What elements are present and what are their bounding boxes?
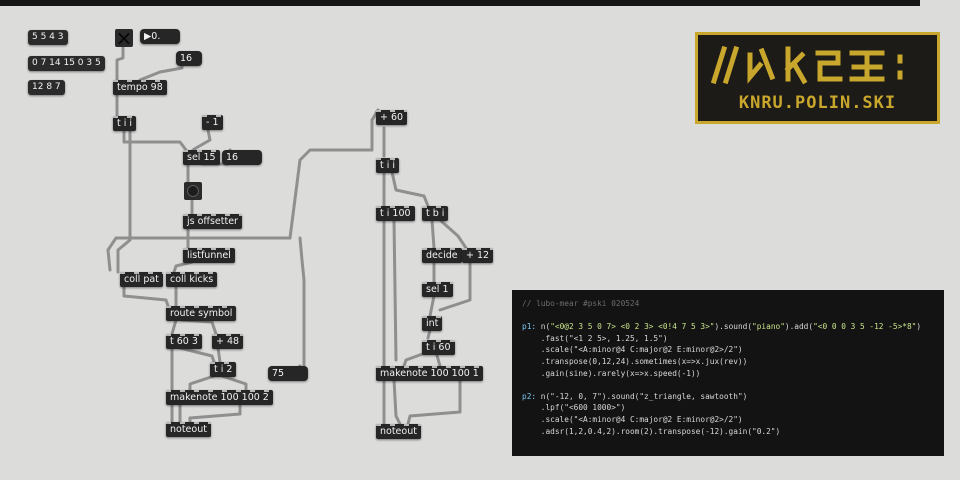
noteout-object-1[interactable]: noteout [166, 422, 211, 437]
trigger-60-object[interactable]: t i 60 [422, 340, 455, 355]
trigger-object-2[interactable]: t i i [376, 158, 400, 173]
int-object[interactable]: int [422, 316, 443, 331]
trigger-i2-object[interactable]: t i 2 [210, 362, 237, 377]
artist-logo: KNRU.POLIN.SKI [695, 32, 940, 124]
js-offsetter-object[interactable]: js offsetter [183, 214, 242, 229]
select-1-object[interactable]: sel 1 [422, 282, 453, 297]
number-box-75[interactable]: 75 [268, 366, 308, 381]
makenote-object-2[interactable]: makenote 100 100 1 [376, 366, 483, 381]
plus-12-object[interactable]: + 12 [462, 248, 494, 263]
trigger-60-3-object[interactable]: t 60 3 [166, 334, 202, 349]
top-bar [0, 0, 960, 6]
listfunnel-object[interactable]: listfunnel [183, 248, 235, 263]
code-line: .lpf("<600 1000>") [522, 403, 626, 413]
coll-kicks-object[interactable]: coll kicks [166, 272, 218, 287]
code-line: .scale("<A:minor@4 C:major@2 E:minor@2>/… [522, 345, 743, 355]
message-box-0-7-14[interactable]: 0 7 14 15 0 3 5 [28, 56, 105, 71]
trigger-100-object[interactable]: t i 100 [376, 206, 415, 221]
trigger-bi-object[interactable]: t b i [422, 206, 449, 221]
noteout-object-2[interactable]: noteout [376, 424, 421, 439]
toggle-switch[interactable] [115, 29, 133, 47]
trigger-object[interactable]: t i i [113, 116, 137, 131]
code-line: n("-12, 0, 7").sound("z_triangle, sawtoo… [536, 391, 748, 401]
code-line: .fast("<1 2 5>, 1.25, 1.5") [522, 333, 668, 343]
decide-object[interactable]: decide [422, 248, 462, 263]
logo-text: KNRU.POLIN.SKI [738, 93, 897, 113]
route-object[interactable]: route symbol [166, 306, 237, 321]
pattern-label-p1: p1: [522, 322, 537, 332]
tempo-object[interactable]: tempo 98 [113, 80, 167, 95]
message-box-1287[interactable]: 12 8 7 [28, 80, 65, 95]
message-box-5543[interactable]: 5 5 4 3 [28, 30, 68, 45]
plus-60-object[interactable]: + 60 [376, 110, 408, 125]
code-editor[interactable]: // lubo-mear #pski 020524 p1: n("<0@2 3 … [512, 290, 944, 456]
code-line: .adsr(1,2,0.4,2).room(2).transpose(-12).… [522, 426, 781, 436]
plus-48-object[interactable]: + 48 [212, 334, 244, 349]
number-box-16[interactable]: 16 [176, 51, 202, 66]
code-line: .transpose(0,12,24).sometimes(x=>x.jux(r… [522, 356, 748, 366]
number-box-16b[interactable]: 16 [222, 150, 262, 165]
code-comment: // lubo-mear #pski 020524 [522, 299, 640, 308]
bang-button[interactable] [184, 182, 202, 200]
float-number-box[interactable]: ▶0. [140, 29, 180, 44]
code-line: .gain(sine).rarely(x=>x.speed(-1)) [522, 368, 701, 378]
select-object[interactable]: sel 15 [183, 150, 220, 165]
code-line: .scale("<A:minor@4 C:major@2 E:minor@2>/… [522, 414, 743, 424]
makenote-object-1[interactable]: makenote 100 100 2 [166, 390, 273, 405]
coll-pat-object[interactable]: coll pat [120, 272, 163, 287]
pattern-label-p2: p2: [522, 391, 537, 401]
logo-glyphs-icon [710, 45, 903, 85]
minus-object[interactable]: - 1 [202, 115, 223, 130]
